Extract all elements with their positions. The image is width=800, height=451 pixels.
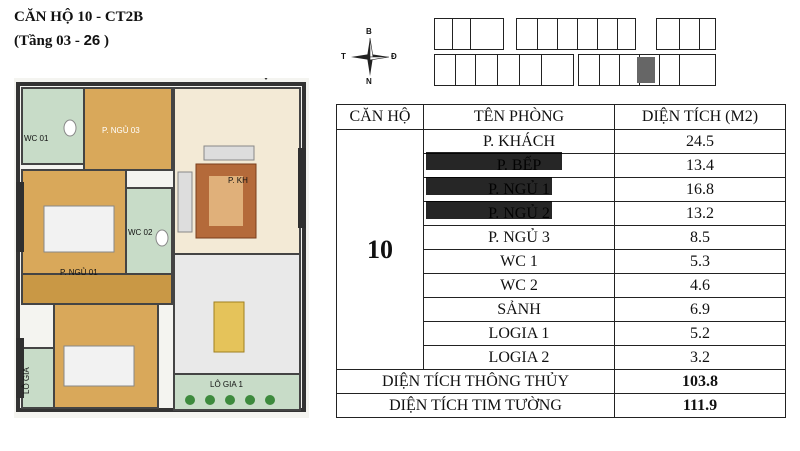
total-label: DIỆN TÍCH THÔNG THỦY: [336, 369, 615, 394]
table-row: WC 1 5.3: [337, 249, 786, 274]
building-key-plan: [432, 18, 722, 88]
label-living: P. KH: [228, 176, 248, 185]
room-area: 13.2: [614, 201, 786, 226]
floor-plan-drawing: [14, 72, 309, 418]
total-value: 103.8: [614, 369, 786, 394]
header-area: DIỆN TÍCH (M2): [614, 104, 786, 130]
label-wc2: WC 02: [128, 228, 153, 237]
key-block: [656, 18, 716, 50]
total-value: 111.9: [614, 393, 786, 418]
room-name: WC 1: [423, 249, 615, 274]
apartment-number: 10: [336, 129, 424, 370]
room-area: 5.3: [614, 249, 786, 274]
table-row: P. NGỦ 3 8.5: [337, 225, 786, 250]
table-header-row: CĂN HỘ TÊN PHÒNG DIỆN TÍCH (M2): [336, 104, 786, 130]
key-block: [516, 18, 636, 50]
table-row: LOGIA 2 3.2: [337, 345, 786, 370]
header-room: TÊN PHÒNG: [423, 104, 615, 130]
floor-suffix: ): [100, 33, 110, 49]
label-bed3: P. NGỦ 03: [102, 126, 140, 135]
label-logia2: LÔ GIA: [22, 367, 31, 394]
room-area: 16.8: [614, 177, 786, 202]
compass-west: T: [341, 52, 346, 61]
room-name: SẢNH: [423, 297, 615, 322]
floor-range: (Tầng 03 - 26 ): [14, 31, 109, 51]
room-area: 6.9: [614, 297, 786, 322]
key-block: [434, 18, 504, 50]
table-row: 10 P. KHÁCH 24.5: [336, 129, 786, 370]
room-area: 5.2: [614, 321, 786, 346]
total-label: DIỆN TÍCH TIM TƯỜNG: [336, 393, 615, 418]
key-block: [434, 54, 574, 86]
room-name: P. KHÁCH: [423, 129, 615, 154]
room-area: 24.5: [614, 129, 786, 154]
highlighted-unit: [637, 57, 655, 83]
room-name: P. NGỦ 3: [423, 225, 615, 250]
header-apartment: CĂN HỘ: [336, 104, 424, 130]
room-name: LOGIA 2: [423, 345, 615, 370]
compass-north: B: [366, 27, 372, 36]
label-wc1: WC 01: [24, 134, 49, 143]
compass: B N Đ T: [341, 27, 399, 86]
floor-max: 26: [83, 32, 101, 49]
room-name: LOGIA 1: [423, 321, 615, 346]
total-row: DIỆN TÍCH TIM TƯỜNG 111.9: [336, 393, 786, 418]
room-area: 3.2: [614, 345, 786, 370]
floor-prefix: (Tầng 03 -: [14, 33, 84, 49]
room-area: 8.5: [614, 225, 786, 250]
redaction-mark: [426, 152, 562, 170]
compass-east: Đ: [391, 52, 397, 61]
compass-rose-icon: [351, 37, 390, 76]
redaction-mark: [426, 201, 552, 219]
key-block: [578, 54, 716, 86]
compass-south: N: [366, 77, 372, 86]
room-name: WC 2: [423, 273, 615, 298]
floor-plan: WC 01 P. NGỦ 03 WC 02 P. KH P. NGỦ 01 LÔ…: [14, 72, 309, 418]
redaction-mark: [426, 177, 552, 195]
total-row: DIỆN TÍCH THÔNG THỦY 103.8: [336, 369, 786, 394]
table-row: WC 2 4.6: [337, 273, 786, 298]
table-row: SẢNH 6.9: [337, 297, 786, 322]
room-area: 4.6: [614, 273, 786, 298]
label-bed1: P. NGỦ 01: [60, 268, 98, 277]
label-logia1: LÔ GIA 1: [210, 380, 243, 389]
page-title: CĂN HỘ 10 - CT2B: [14, 9, 144, 25]
room-area: 13.4: [614, 153, 786, 178]
